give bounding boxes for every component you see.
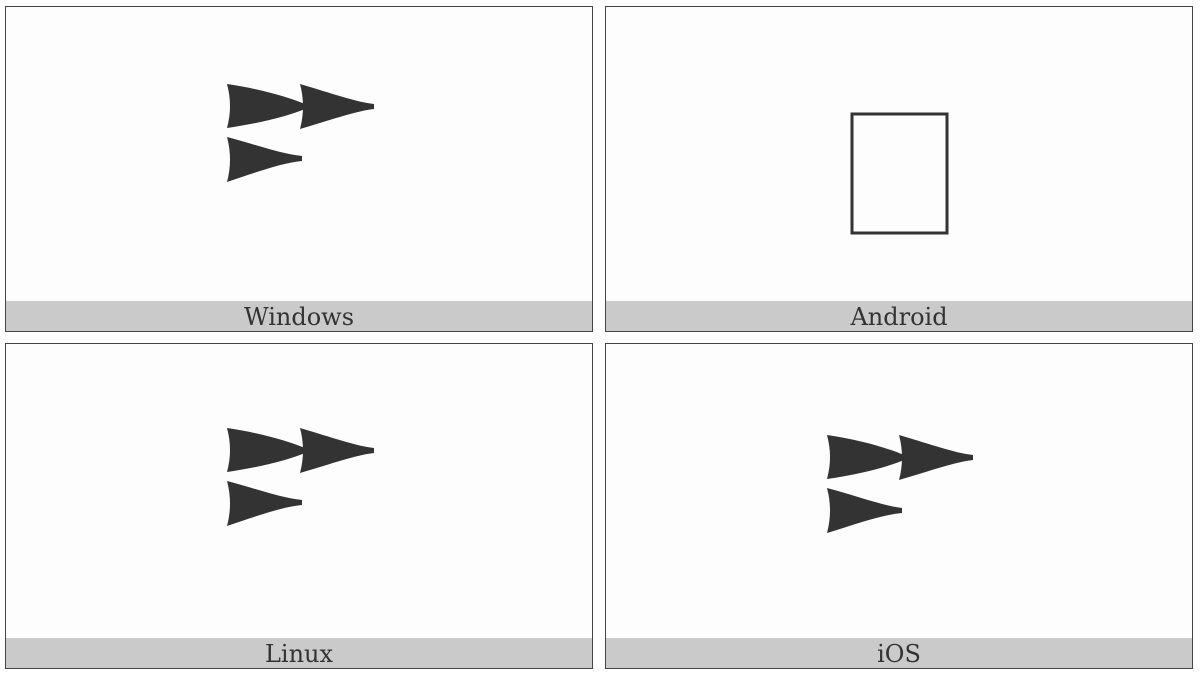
cuneiform-arrows-icon [227, 84, 374, 182]
panel-android: Android [605, 6, 1193, 332]
panel-ios: iOS [605, 343, 1193, 669]
panel-label: Windows [6, 301, 592, 331]
missing-glyph-box-icon [850, 112, 949, 235]
panel-label: iOS [606, 638, 1192, 668]
panel-label: Linux [6, 638, 592, 668]
cuneiform-arrows-icon [227, 428, 374, 526]
panel-label: Android [606, 301, 1192, 331]
panel-linux: Linux [5, 343, 593, 669]
panel-windows: Windows [5, 6, 593, 332]
cuneiform-arrows-icon [827, 435, 973, 533]
